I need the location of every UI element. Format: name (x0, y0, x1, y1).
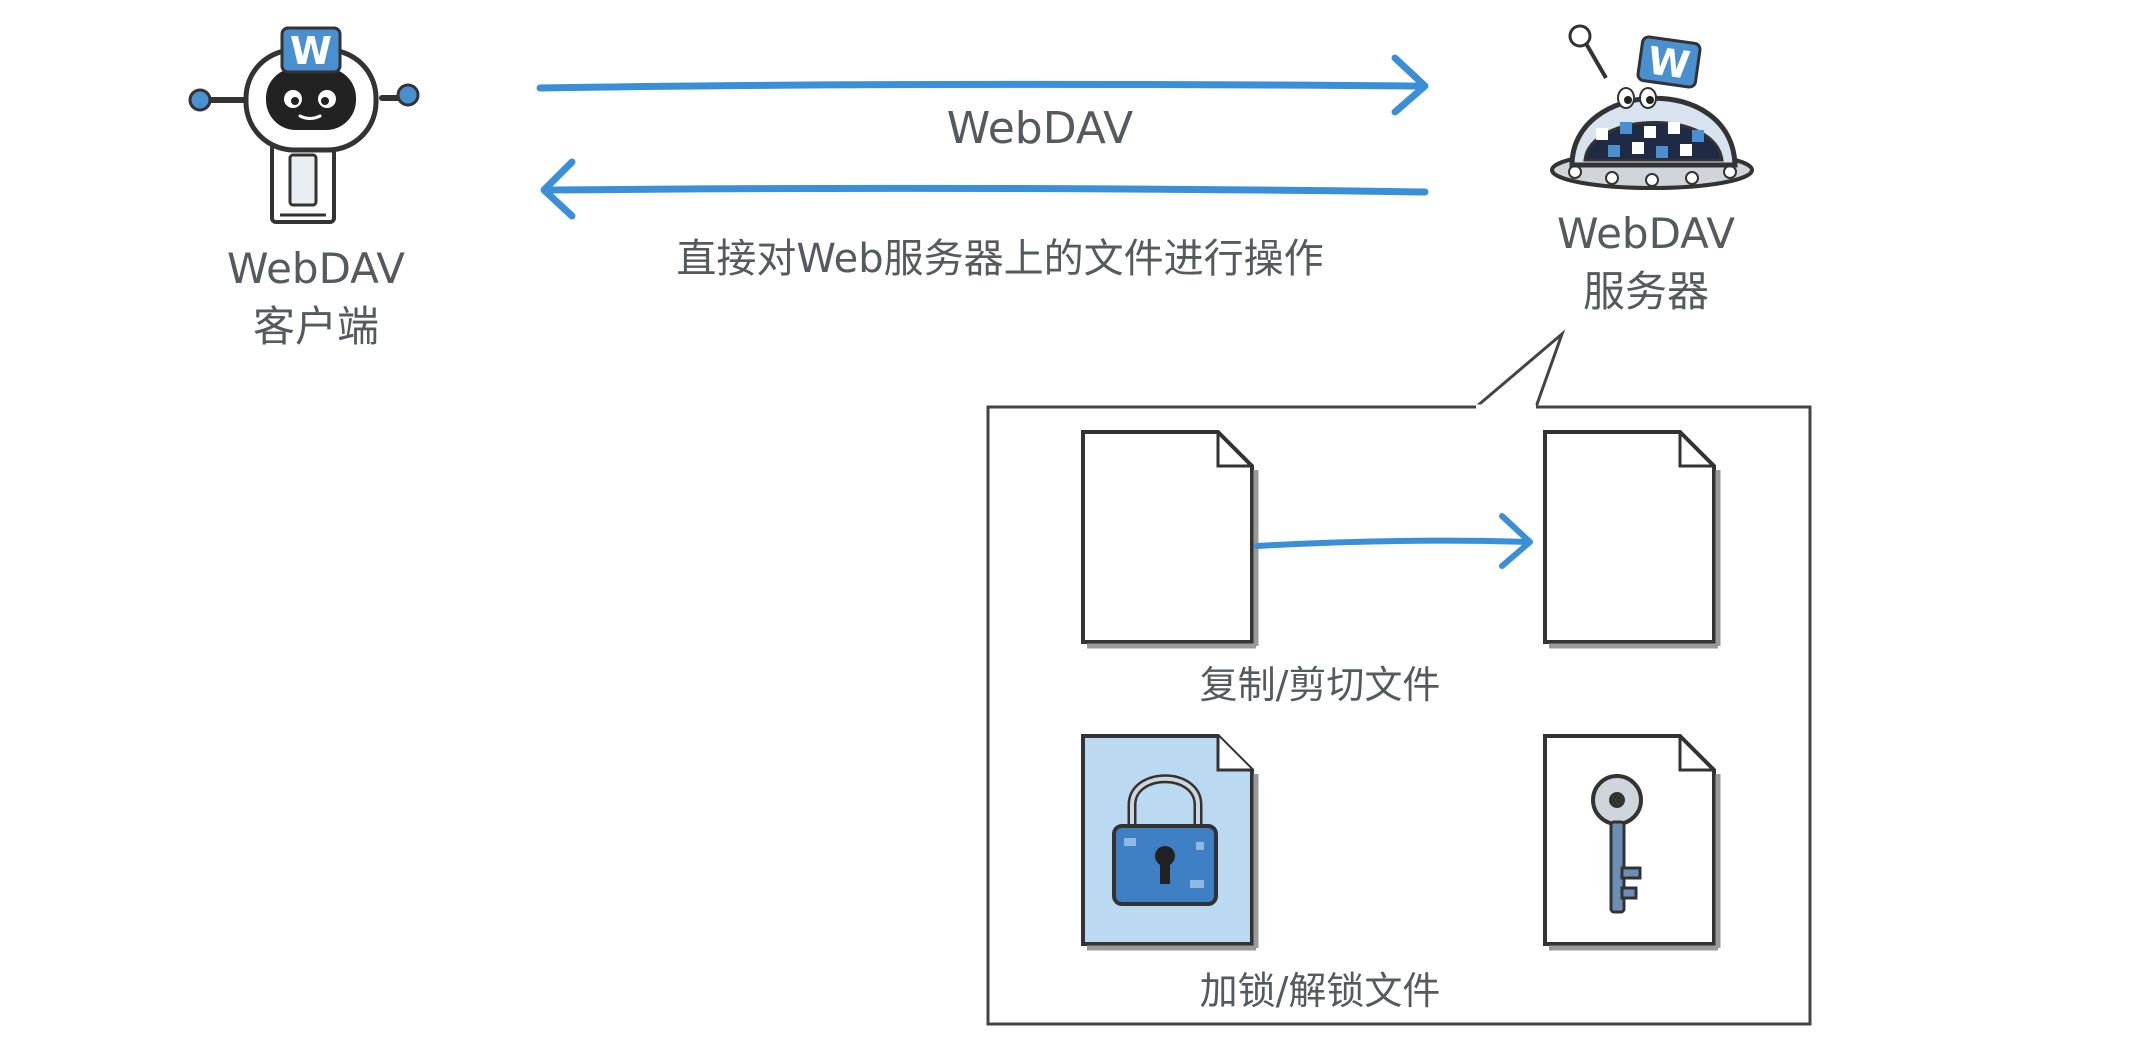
operation-description: 直接对Web服务器上的文件进行操作 (676, 236, 1324, 282)
protocol-label: WebDAV (946, 103, 1134, 154)
server-badge-letter: W (1645, 38, 1693, 87)
lock-unlock-label: 加锁/解锁文件 (1199, 969, 1441, 1013)
server-label-line1: WebDAV (1557, 209, 1735, 258)
copy-arrow (1254, 513, 1533, 569)
server-label: WebDAV 服务器 (1506, 205, 1786, 321)
key-file-icon (1543, 734, 1721, 951)
request-arrow (536, 54, 1429, 116)
response-arrow (540, 158, 1429, 220)
lock-icon (1112, 774, 1218, 906)
client-label-line2: 客户端 (252, 302, 379, 351)
client-badge-letter: W (290, 29, 332, 73)
destination-file-icon (1543, 430, 1721, 649)
key-icon (1591, 774, 1643, 914)
source-file-icon (1081, 430, 1259, 649)
client-robot-icon: W (188, 26, 420, 224)
copy-cut-label: 复制/剪切文件 (1199, 663, 1441, 707)
client-label: WebDAV 客户端 (176, 240, 456, 356)
client-label-line1: WebDAV (227, 244, 405, 293)
server-label-line2: 服务器 (1582, 267, 1709, 316)
server-robot-icon: W (1550, 24, 1754, 190)
